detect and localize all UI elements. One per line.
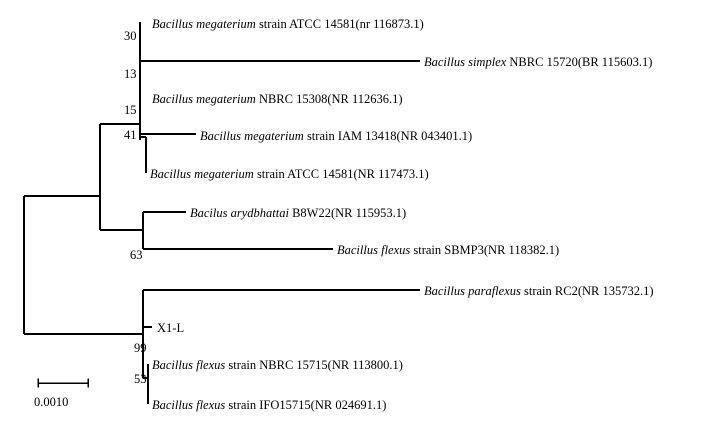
- branch-group: [23, 22, 420, 404]
- taxon-label: Bacillus flexus strain IFO15715(NR 02469…: [152, 399, 386, 412]
- bootstrap-value: 30: [124, 29, 137, 43]
- bootstrap-value: 53: [134, 372, 147, 386]
- taxon-strain-accession: X1-L: [157, 321, 185, 335]
- scale-bar-label: 0.0010: [34, 395, 69, 409]
- taxon-strain-accession: strain ATCC 14581(NR 117473.1): [253, 167, 429, 181]
- taxon-strain-accession: strain ATCC 14581(nr 116873.1): [255, 17, 424, 31]
- taxon-species-name: Bacillus megaterium: [152, 92, 256, 106]
- taxon-strain-accession: B8W22(NR 115953.1): [288, 206, 407, 220]
- taxon-label: Bacillus megaterium strain IAM 13418(NR …: [200, 130, 472, 143]
- taxon-species-name: Bacillus flexus: [337, 243, 411, 257]
- taxon-species-name: Bacillus simplex: [424, 55, 507, 69]
- taxon-species-name: Bacillus megaterium: [152, 17, 256, 31]
- taxon-species-name: Bacilus arydbhattai: [190, 206, 289, 220]
- taxon-label: Bacillus megaterium strain ATCC 14581(NR…: [150, 168, 429, 181]
- taxon-label: Bacilus arydbhattai B8W22(NR 115953.1): [190, 207, 406, 220]
- taxon-species-name: Bacillus flexus: [152, 398, 226, 412]
- taxon-strain-accession: NBRC 15308(NR 112636.1): [255, 92, 403, 106]
- taxon-species-name: Bacillus paraflexus: [424, 284, 521, 298]
- taxon-species-name: Bacillus flexus: [152, 358, 226, 372]
- taxon-strain-accession: strain IAM 13418(NR 043401.1): [303, 129, 473, 143]
- taxon-strain-accession: NBRC 15720(BR 115603.1): [506, 55, 653, 69]
- taxon-strain-accession: strain SBMP3(NR 118382.1): [410, 243, 560, 257]
- bootstrap-value: 63: [130, 248, 143, 262]
- bootstrap-value: 99: [134, 341, 147, 355]
- bootstrap-value: 13: [124, 67, 137, 81]
- taxon-strain-accession: strain NBRC 15715(NR 113800.1): [225, 358, 403, 372]
- taxon-strain-accession: strain IFO15715(NR 024691.1): [225, 398, 387, 412]
- taxon-label: Bacillus flexus strain NBRC 15715(NR 113…: [152, 359, 403, 372]
- taxon-label: Bacillus flexus strain SBMP3(NR 118382.1…: [337, 244, 559, 257]
- taxon-species-name: Bacillus megaterium: [150, 167, 254, 181]
- bootstrap-value: 41: [124, 128, 137, 142]
- taxon-label: Bacillus paraflexus strain RC2(NR 135732…: [424, 285, 654, 298]
- taxon-species-name: Bacillus megaterium: [200, 129, 304, 143]
- scale-bar-group: [37, 378, 89, 388]
- taxon-strain-accession: strain RC2(NR 135732.1): [520, 284, 654, 298]
- taxon-label: Bacillus simplex NBRC 15720(BR 115603.1): [424, 56, 652, 69]
- taxon-label: Bacillus megaterium NBRC 15308(NR 112636…: [152, 93, 403, 106]
- bootstrap-value: 15: [124, 103, 137, 117]
- taxon-label: X1-L: [157, 322, 184, 335]
- taxon-label: Bacillus megaterium strain ATCC 14581(nr…: [152, 18, 424, 31]
